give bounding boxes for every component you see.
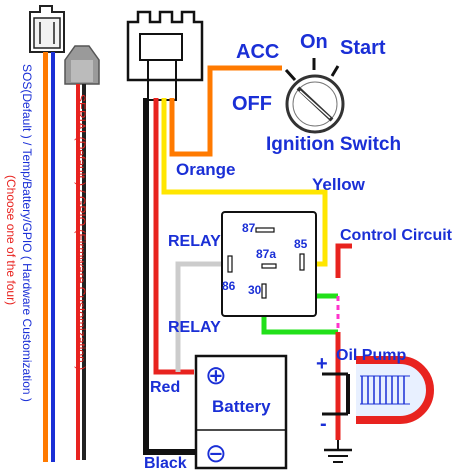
control-circuit-label: Control Circuit [340,227,453,244]
battery-minus-icon: ⊖ [205,439,227,469]
battery-plus-icon: ⊕ [205,361,227,391]
serial-label: SERIAL(Default ) / GPIO (Firmware Custom… [74,94,88,371]
relay-label-bottom: RELAY [168,319,221,336]
sos-label: SOS(Default ) / Temp/Battery/GPIO ( Hard… [20,64,34,402]
ignition-acc-label: ACC [236,41,279,63]
battery-icon [194,354,288,470]
relay-label-top: RELAY [168,233,221,250]
orange-wire [169,65,282,157]
ignition-off-label: OFF [232,93,272,115]
serial-cable-red [76,84,80,460]
oil-pump-label: Oil Pump [336,347,406,364]
battery-label: Battery [212,397,271,416]
oil-pump-icon [356,356,434,424]
polarity-minus: - [320,413,327,435]
oil-pump-switch-icon [322,372,350,416]
red-wire-label: Red [150,379,180,396]
orange-wire-label: Orange [176,160,236,179]
red-wire [153,98,194,375]
ignition-switch-title: Ignition Switch [266,134,401,155]
black-wire [143,98,196,455]
two-pin-connector-left [29,5,65,53]
relay-pin-87: 87 [242,221,256,235]
two-pin-connector-right [64,45,100,85]
choose-one-label: (Choose one of the four) [4,175,18,306]
main-harness-connector [126,10,204,101]
yellow-wire-label: Yellow [312,175,366,194]
relay-pin-30: 30 [248,283,262,297]
gray-relay-wire [175,261,226,372]
ignition-start-label: Start [340,37,386,59]
ground-icon [324,440,352,463]
polarity-plus: + [316,353,328,375]
relay-pin-86: 86 [222,279,236,293]
sos-cable-blue [51,52,55,462]
black-wire-label: Black [144,455,187,472]
relay-pin-85: 85 [294,237,308,251]
ignition-switch-icon [284,58,345,134]
yellow-wire [161,98,328,267]
relay-pin-87a: 87a [256,247,276,261]
serial-cable-black [82,84,86,460]
control-circuit-wire [335,243,352,278]
relay-icon [221,211,317,317]
ignition-on-label: On [300,31,328,53]
sos-cable [43,52,48,462]
